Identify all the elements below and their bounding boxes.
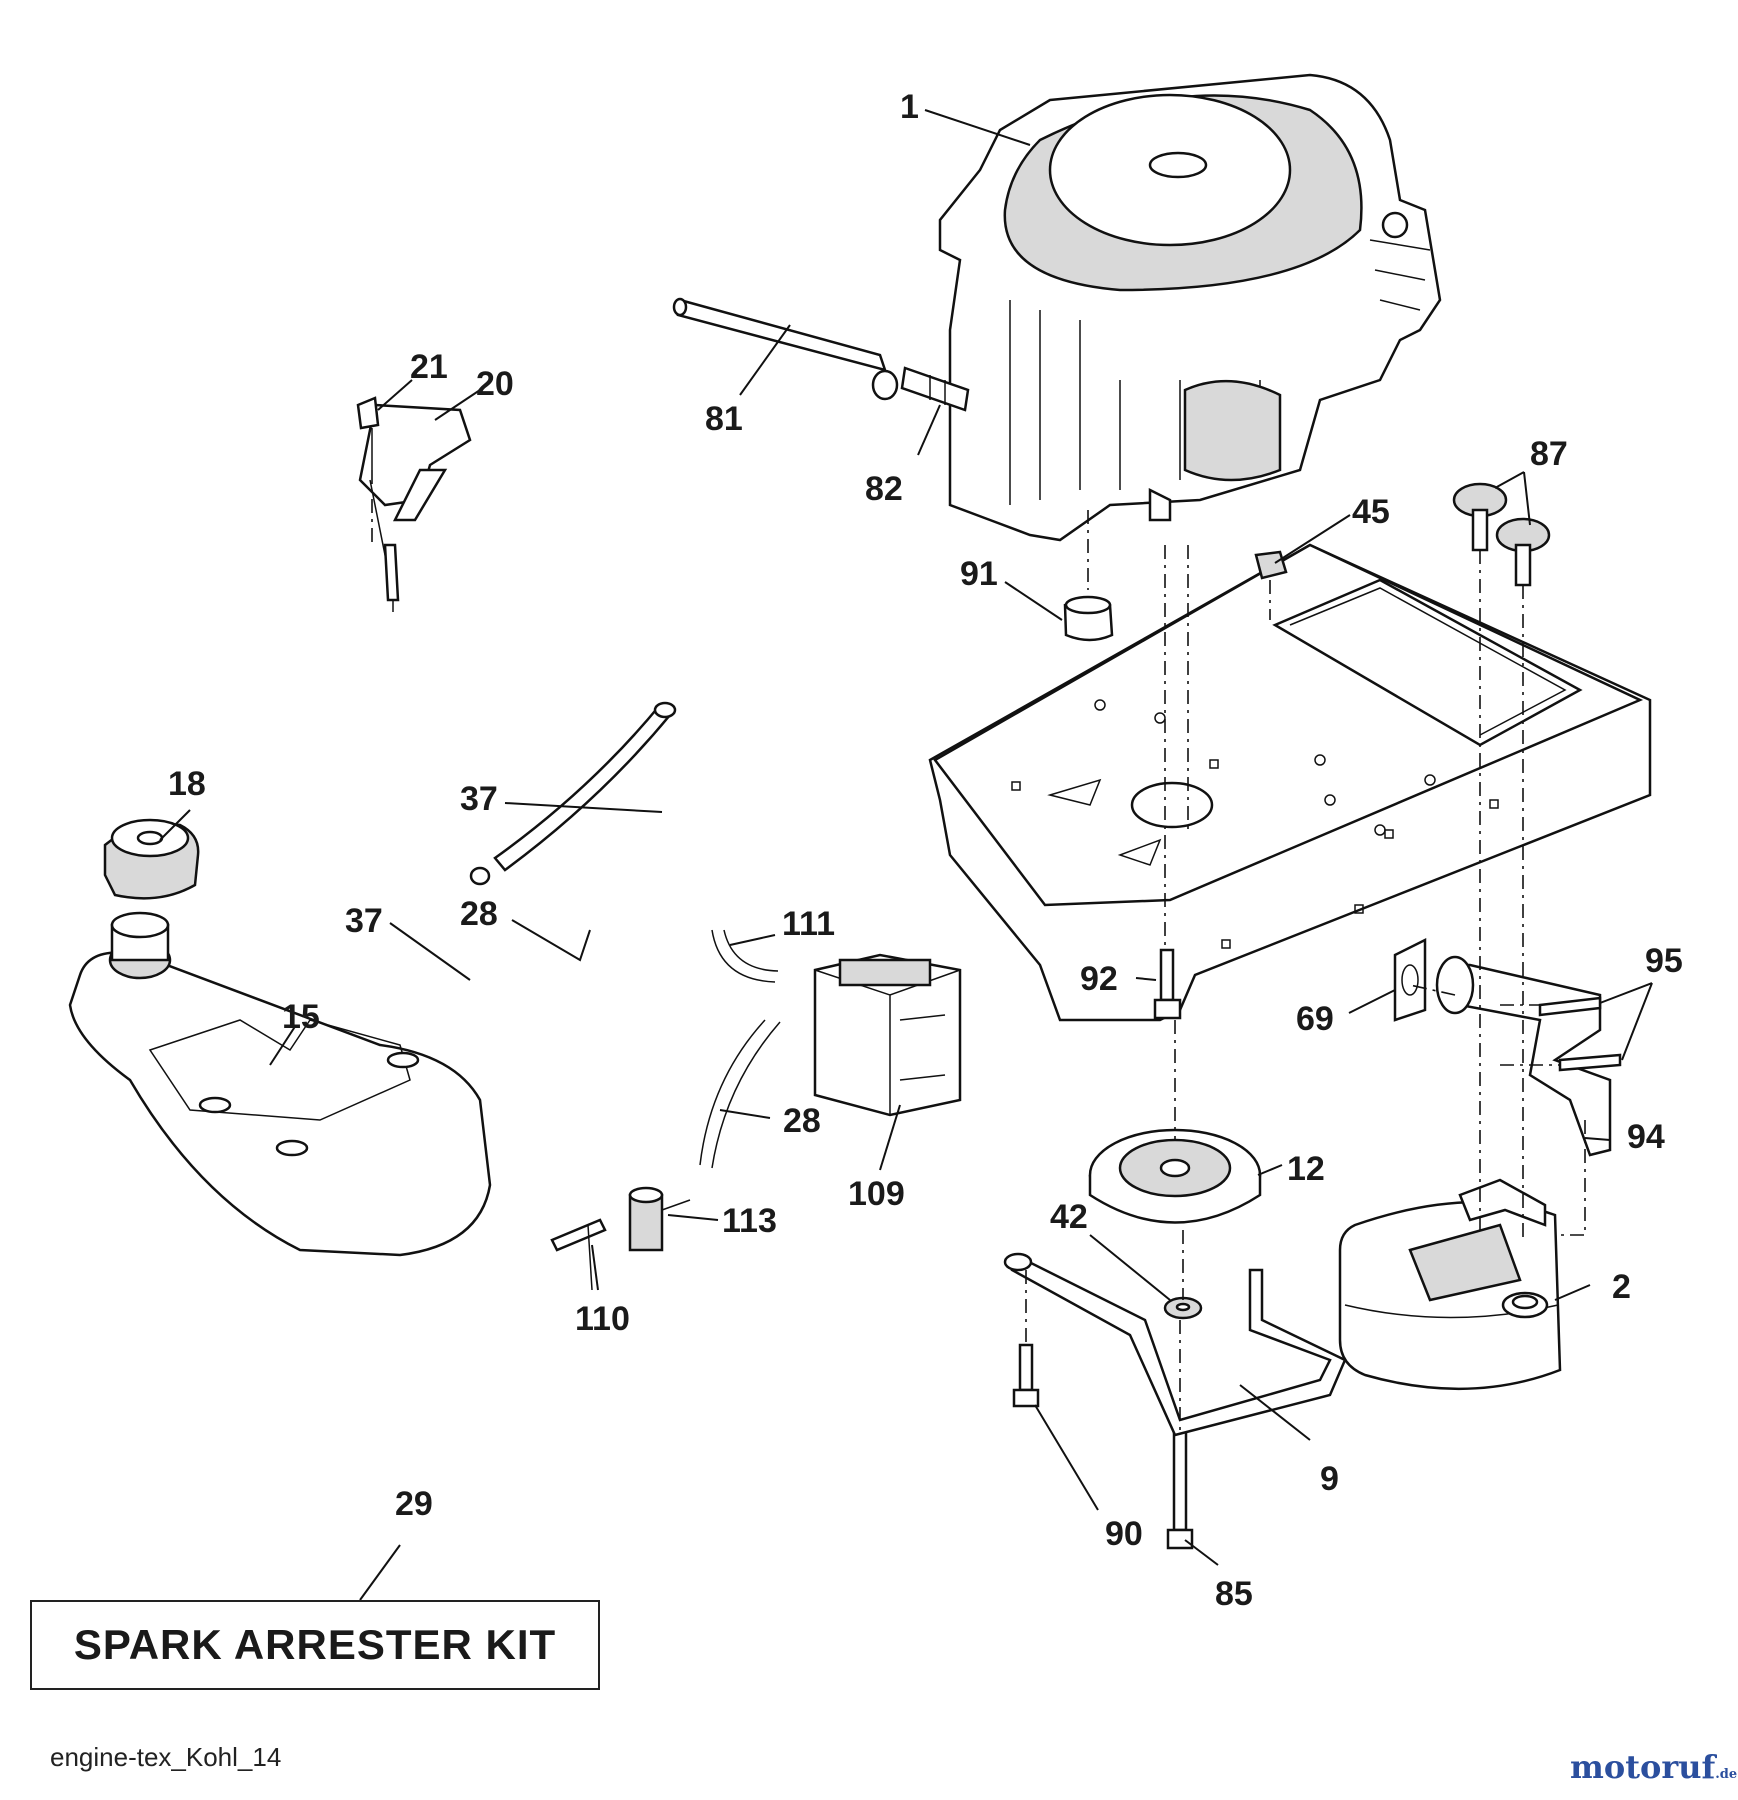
watermark-suffix: .de — [1715, 1767, 1738, 1782]
exhaust-screw-part — [1538, 996, 1622, 1072]
callout-90: 90 — [1105, 1515, 1143, 1553]
callout-111: 111 — [782, 905, 835, 943]
spark-arrester-kit-label: SPARK ARRESTER KIT — [73, 1621, 557, 1668]
watermark-name: motoruf — [1570, 1748, 1716, 1786]
bolt-85-part — [1166, 1428, 1194, 1550]
nut-part — [1254, 550, 1288, 580]
fuel-hose-part — [469, 701, 677, 886]
callout-69: 69 — [1296, 1000, 1334, 1038]
fuel-fitting-82-part — [871, 366, 970, 412]
short-hose-part — [711, 929, 779, 983]
throttle-control-part — [356, 396, 472, 612]
callout-21: 21 — [410, 348, 448, 386]
frame-plate-part — [928, 543, 1652, 1022]
bolt-90-part — [1012, 1343, 1040, 1408]
callout-2: 2 — [1612, 1268, 1631, 1306]
fuel-hose-81-part — [672, 297, 887, 372]
callout-82: 82 — [865, 470, 903, 508]
fuel-cap-part — [103, 818, 200, 900]
callout-94: 94 — [1627, 1118, 1665, 1156]
callout-110: 110 — [575, 1300, 630, 1338]
hose-fitting-part — [550, 1218, 607, 1291]
callout-45: 45 — [1352, 493, 1390, 531]
callout-42: 42 — [1050, 1198, 1088, 1236]
callout-87: 87 — [1530, 435, 1568, 473]
callout-29: 29 — [395, 1485, 433, 1523]
engine-part — [938, 73, 1442, 542]
callout-95: 95 — [1645, 942, 1683, 980]
callout-92: 92 — [1080, 960, 1118, 998]
pulley-part — [1088, 1128, 1262, 1224]
leader-lines — [159, 109, 1653, 1601]
spark-arrester-kit-box: SPARK ARRESTER KIT — [30, 1600, 600, 1690]
fuel-line-part — [699, 1019, 781, 1169]
callout-37-lower: 37 — [345, 902, 383, 940]
spacer-part — [1063, 595, 1114, 642]
callout-91: 91 — [960, 555, 998, 593]
muffler-bolt-part — [1452, 482, 1551, 587]
callout-37-upper: 37 — [460, 780, 498, 818]
callout-113: 113 — [722, 1202, 777, 1240]
watermark-logo: motoruf.de — [1570, 1748, 1737, 1786]
washer-part — [1163, 1296, 1203, 1320]
callout-20: 20 — [476, 365, 514, 403]
fuel-tank-part — [68, 911, 492, 1257]
fuel-valve-part — [628, 1186, 691, 1252]
callout-labels: 1 2 9 12 15 18 20 21 28 28 29 37 37 42 4… — [168, 88, 1683, 1613]
bracket-part — [1003, 1252, 1347, 1437]
callout-12: 12 — [1287, 1150, 1325, 1188]
callout-1: 1 — [900, 88, 919, 126]
callout-85: 85 — [1215, 1575, 1253, 1613]
muffler-part — [1338, 1178, 1562, 1391]
callout-18: 18 — [168, 765, 206, 803]
callout-81: 81 — [705, 400, 743, 438]
bolt-92-part — [1153, 948, 1182, 1020]
callout-15: 15 — [282, 998, 320, 1036]
callout-28-lower: 28 — [783, 1102, 821, 1140]
callout-109: 109 — [848, 1175, 905, 1213]
fuel-canister-part — [813, 953, 962, 1117]
callout-9: 9 — [1320, 1460, 1339, 1498]
callout-28-upper: 28 — [460, 895, 498, 933]
diagram-file-code: engine-tex_Kohl_14 — [50, 1742, 282, 1772]
assembly-lines — [371, 470, 1586, 1430]
gasket-part — [1393, 937, 1427, 1022]
